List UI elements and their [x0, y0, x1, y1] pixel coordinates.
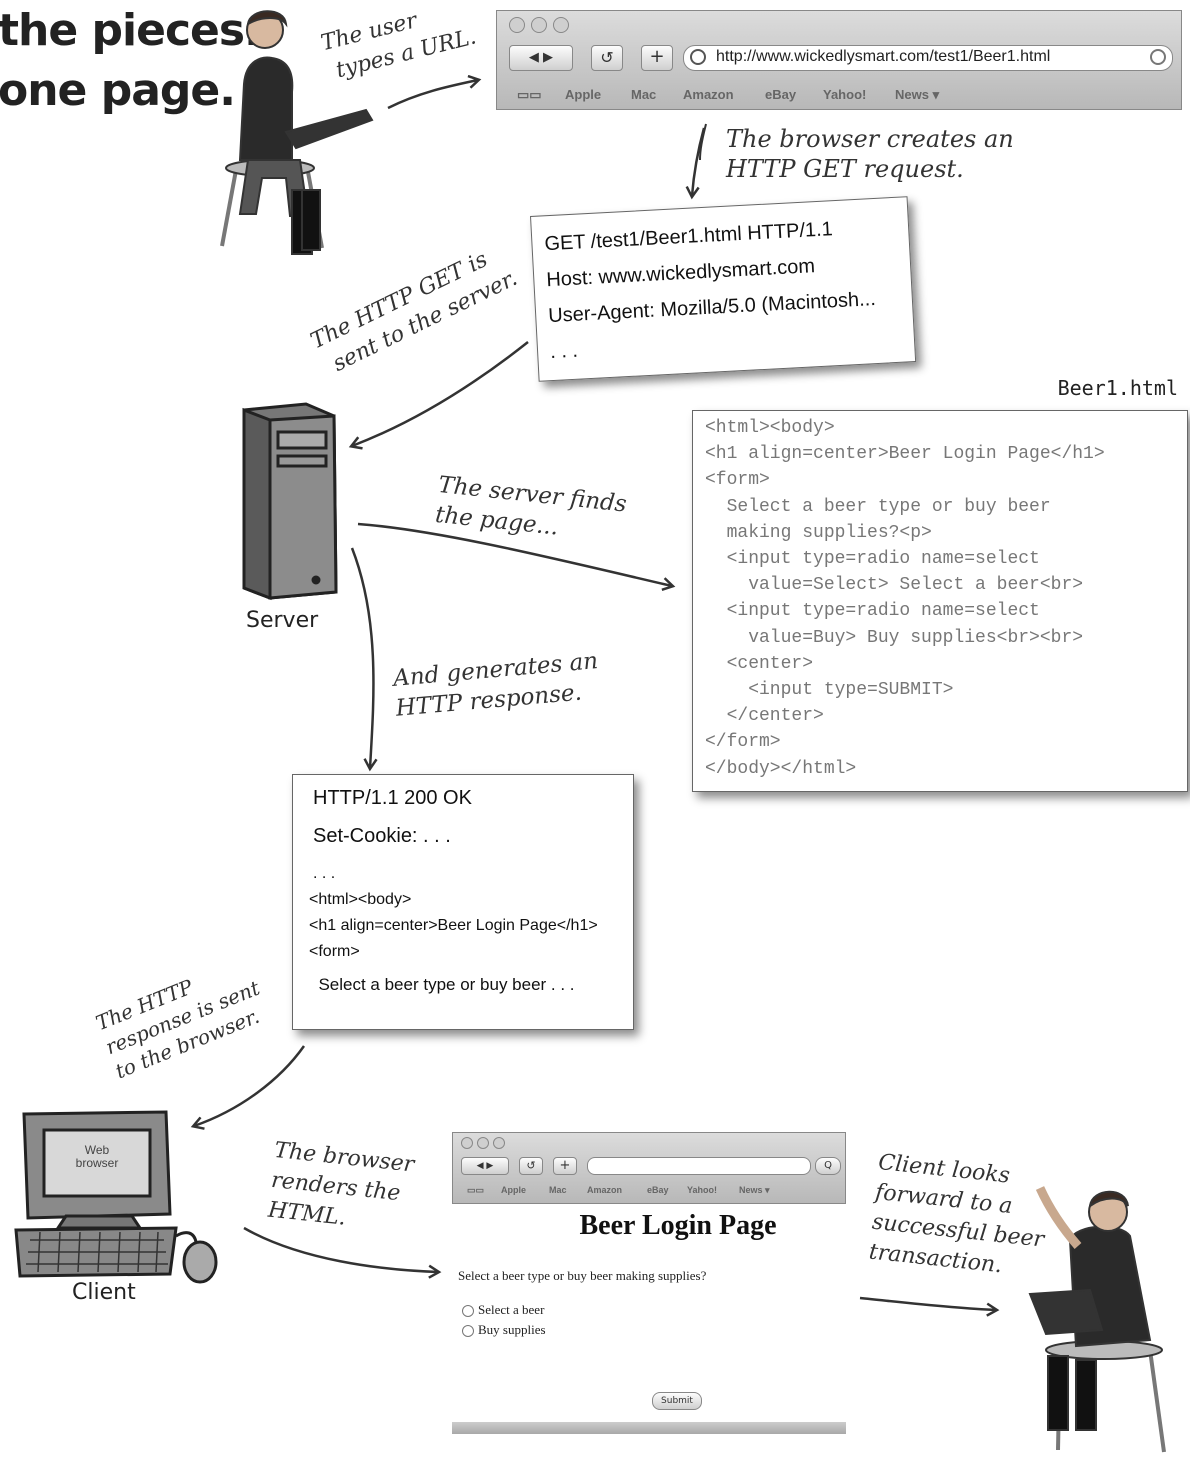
arrow-request-to-server	[352, 341, 529, 446]
search-icon[interactable]: Q	[815, 1157, 841, 1175]
client-computer	[14, 1110, 218, 1284]
bookmark-news[interactable]: News ▾	[895, 87, 940, 102]
heading-line-1: the pieces.	[0, 5, 261, 56]
code-line: <input type=radio name=select	[705, 549, 1040, 570]
rendered-question: Select a beer type or buy beer making su…	[458, 1268, 707, 1283]
window-minimize-button[interactable]	[531, 17, 547, 33]
code-line: value=Buy> Buy supplies<br><br>	[705, 627, 1084, 648]
refresh-icon[interactable]	[1150, 49, 1166, 65]
url-text: http://www.wickedlysmart.com/test1/Beer1…	[716, 48, 1051, 65]
status-bar	[452, 1422, 846, 1434]
arrow-browser-to-request	[692, 127, 706, 196]
book-icon: ▭▭	[517, 87, 542, 102]
window-close-button[interactable]	[509, 17, 525, 33]
client-screen-text: Web browser	[75, 1143, 119, 1170]
server-tower	[242, 402, 338, 601]
bookmark-yahoo[interactable]: Yahoo!	[823, 87, 867, 102]
code-line: </center>	[705, 706, 824, 727]
code-line: Select a beer type or buy beer	[705, 496, 1051, 517]
arrow-server-to-file	[357, 522, 672, 586]
code-line: <center>	[705, 653, 814, 674]
rendered-toolbar: ◀ ▶ ↺ + Q ▭▭ Apple Mac Amazon eBay Yahoo…	[452, 1132, 846, 1204]
radio-buy-supplies[interactable]: Buy supplies	[462, 1322, 546, 1338]
server-label: Server	[246, 608, 319, 633]
response-html-line: Select a beer type or buy beer . . .	[309, 975, 575, 994]
bookmark-apple[interactable]: Apple	[501, 1185, 527, 1195]
note-browser-renders: The browser renders the HTML.	[266, 1137, 416, 1231]
browser-toolbar: ◀ ▶ ↺ + http://www.wickedlysmart.com/tes…	[496, 10, 1182, 110]
bookmark-ebay[interactable]: eBay	[647, 1185, 669, 1195]
window-zoom-button[interactable]	[553, 17, 569, 33]
response-html-line: <html><body>	[309, 891, 412, 908]
arrow-server-to-response	[350, 547, 373, 768]
submit-button[interactable]: Submit	[652, 1392, 702, 1410]
user-figure	[220, 10, 374, 255]
window-zoom-button[interactable]	[493, 1137, 505, 1149]
url-field[interactable]	[587, 1157, 811, 1175]
bookmark-mac[interactable]: Mac	[549, 1185, 567, 1195]
arrow-page-to-woman	[859, 1296, 996, 1310]
bookmark-amazon[interactable]: Amazon	[683, 87, 734, 102]
bookmark-mac[interactable]: Mac	[631, 87, 657, 102]
code-line: value=Select> Select a beer<br>	[705, 575, 1084, 596]
http-request-box: GET /test1/Beer1.html HTTP/1.1 Host: www…	[530, 196, 917, 382]
html-file-box: <html><body> <h1 align=center>Beer Login…	[692, 410, 1188, 792]
code-line: <input type=radio name=select	[705, 601, 1040, 622]
response-status: HTTP/1.1 200 OK	[313, 787, 472, 809]
book-icon: ▭▭	[467, 1185, 485, 1195]
rendered-page-title: Beer Login Page	[579, 1210, 777, 1241]
code-line: making supplies?<p>	[705, 522, 932, 543]
bookmark-ebay[interactable]: eBay	[765, 87, 797, 102]
back-forward-button[interactable]: ◀ ▶	[509, 45, 573, 71]
arrow-user-to-browser	[387, 80, 478, 110]
heading-line-2: one page.	[0, 65, 236, 116]
radio-select-beer[interactable]: Select a beer	[462, 1302, 544, 1318]
url-field[interactable]: http://www.wickedlysmart.com/test1/Beer1…	[683, 45, 1173, 71]
code-line: </form>	[705, 732, 781, 753]
globe-icon	[690, 49, 706, 65]
code-line: <form>	[705, 470, 770, 491]
code-line: <h1 align=center>Beer Login Page</h1>	[705, 444, 1105, 465]
radio-button-icon[interactable]	[462, 1325, 474, 1338]
http-response-box: HTTP/1.1 200 OK Set-Cookie: . . . . . . …	[292, 774, 634, 1030]
response-ellipsis: . . .	[313, 865, 336, 882]
response-html-line: <h1 align=center>Beer Login Page</h1>	[309, 917, 598, 934]
bookmark-amazon[interactable]: Amazon	[587, 1185, 623, 1195]
response-cookie: Set-Cookie: . . .	[313, 825, 451, 847]
client-label: Client	[72, 1280, 136, 1305]
reload-button[interactable]: ↺	[591, 45, 623, 71]
reload-button[interactable]: ↺	[519, 1157, 543, 1175]
client-woman-figure	[1028, 1186, 1166, 1453]
arrow-response-to-client	[194, 1045, 306, 1126]
add-bookmark-button[interactable]: +	[641, 45, 673, 71]
window-close-button[interactable]	[461, 1137, 473, 1149]
back-forward-button[interactable]: ◀ ▶	[461, 1157, 509, 1175]
radio-button-icon[interactable]	[462, 1305, 474, 1318]
code-line: <html><body>	[705, 418, 835, 438]
rendered-browser-window: ◀ ▶ ↺ + Q ▭▭ Apple Mac Amazon eBay Yahoo…	[452, 1132, 846, 1434]
response-html-line: <form>	[309, 943, 360, 960]
code-line: <input type=SUBMIT>	[705, 680, 954, 701]
bookmark-apple[interactable]: Apple	[565, 87, 602, 102]
file-name: Beer1.html	[1057, 376, 1178, 400]
code-line: </body></html>	[705, 758, 857, 779]
window-minimize-button[interactable]	[477, 1137, 489, 1149]
bookmark-news[interactable]: News ▾	[739, 1185, 770, 1195]
bookmark-yahoo[interactable]: Yahoo!	[687, 1185, 718, 1195]
add-bookmark-button[interactable]: +	[553, 1157, 577, 1175]
arrow-client-to-page	[243, 1226, 438, 1272]
note-browser-creates: The browser creates an HTTP GET request.	[726, 125, 1014, 183]
